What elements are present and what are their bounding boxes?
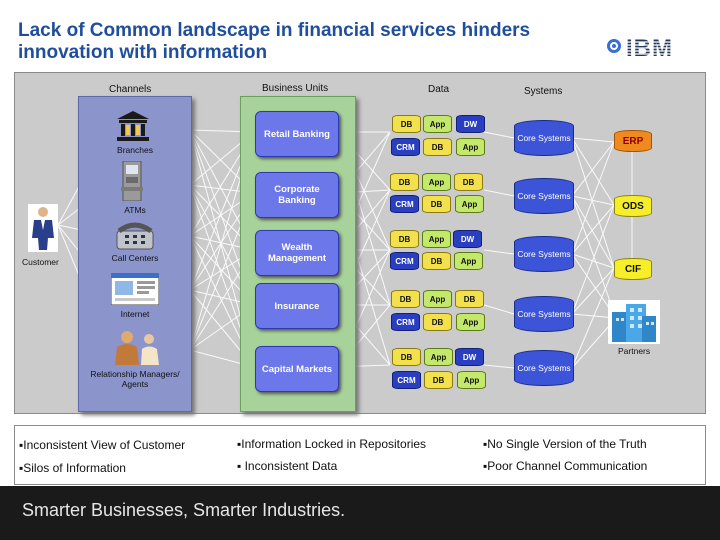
- channels-column: Branches ATMs Call Centers Internet Rela…: [78, 96, 192, 412]
- data-store-db: DB: [422, 195, 451, 213]
- data-store-dw: DW: [455, 348, 484, 366]
- data-store-db: DB: [424, 371, 453, 389]
- data-store-db: DB: [455, 290, 484, 308]
- data-store-db: DB: [423, 313, 452, 331]
- ods-system: ODS: [614, 195, 652, 217]
- data-store-app: App: [424, 348, 453, 366]
- issue-item: ▪Poor Channel Communication: [483, 459, 648, 473]
- data-store-crm: CRM: [391, 313, 420, 331]
- channel-relationship-managers: Relationship Managers/ Agents: [90, 369, 180, 389]
- telephone-icon: [115, 221, 155, 256]
- core-systems: Core Systems: [514, 178, 574, 214]
- data-store-db: DB: [392, 115, 421, 133]
- issue-item: ▪Silos of Information: [19, 461, 126, 475]
- issue-item: ▪Inconsistent View of Customer: [19, 438, 186, 452]
- data-store-crm: CRM: [391, 138, 420, 156]
- business-units-header: Business Units: [262, 83, 329, 94]
- bu-corporate-banking: Corporate Banking: [255, 172, 339, 218]
- issues-panel: [14, 425, 706, 485]
- data-store-app: App: [456, 313, 485, 331]
- ibm-logo: IBM: [606, 34, 698, 62]
- data-store-db: DB: [392, 348, 421, 366]
- data-header: Data: [428, 84, 450, 95]
- bu-insurance: Insurance: [255, 283, 339, 329]
- data-store-dw: DW: [456, 115, 485, 133]
- bu-retail-banking: Retail Banking: [255, 111, 339, 157]
- partners-building-icon: [608, 300, 660, 344]
- relationship-manager-icon: [113, 329, 161, 370]
- data-store-app: App: [457, 371, 486, 389]
- data-store-db: DB: [422, 252, 451, 270]
- data-store-app: App: [456, 138, 485, 156]
- bu-wealth-management: Wealth Management: [255, 230, 339, 276]
- bu-capital-markets: Capital Markets: [255, 346, 339, 392]
- data-store-dw: DW: [453, 230, 482, 248]
- partners-label: Partners: [618, 346, 651, 356]
- core-systems: Core Systems: [514, 296, 574, 332]
- business-units-column: Retail Banking Corporate Banking Wealth …: [240, 96, 356, 412]
- channel-atms: ATMs: [124, 205, 146, 215]
- footer-bar: [0, 486, 720, 540]
- customer-icon: [28, 204, 58, 252]
- channel-branches: Branches: [117, 145, 153, 155]
- channel-call-centers: Call Centers: [111, 253, 159, 263]
- data-store-db: DB: [454, 173, 483, 191]
- systems-header: Systems: [524, 86, 563, 97]
- issue-item: ▪No Single Version of the Truth: [483, 437, 647, 451]
- core-systems: Core Systems: [514, 120, 574, 156]
- data-store-app: App: [423, 290, 452, 308]
- bank-branch-icon: [117, 111, 149, 146]
- issue-item: ▪Information Locked in Repositories: [237, 437, 427, 451]
- core-systems: Core Systems: [514, 350, 574, 386]
- atm-icon: [119, 160, 145, 206]
- internet-browser-icon: [110, 272, 160, 310]
- data-store-crm: CRM: [390, 195, 419, 213]
- slide-title: Lack of Common landscape in financial se…: [18, 20, 531, 63]
- issue-item: ▪ Inconsistent Data: [237, 459, 338, 473]
- data-store-app: App: [423, 115, 452, 133]
- data-store-app: App: [454, 252, 483, 270]
- core-systems: Core Systems: [514, 236, 574, 272]
- data-store-app: App: [422, 230, 451, 248]
- data-store-crm: CRM: [392, 371, 421, 389]
- data-store-db: DB: [390, 230, 419, 248]
- channels-header: Channels: [109, 84, 152, 95]
- data-store-db: DB: [423, 138, 452, 156]
- footer-tagline: Smarter Businesses, Smarter Industries.: [22, 500, 346, 520]
- data-store-crm: CRM: [390, 252, 419, 270]
- erp-system: ERP: [614, 130, 652, 152]
- data-store-db: DB: [391, 290, 420, 308]
- data-store-app: App: [422, 173, 451, 191]
- data-store-app: App: [455, 195, 484, 213]
- cif-system: CIF: [614, 258, 652, 280]
- data-store-db: DB: [390, 173, 419, 191]
- customer-label: Customer: [22, 257, 59, 267]
- channel-internet: Internet: [120, 309, 150, 319]
